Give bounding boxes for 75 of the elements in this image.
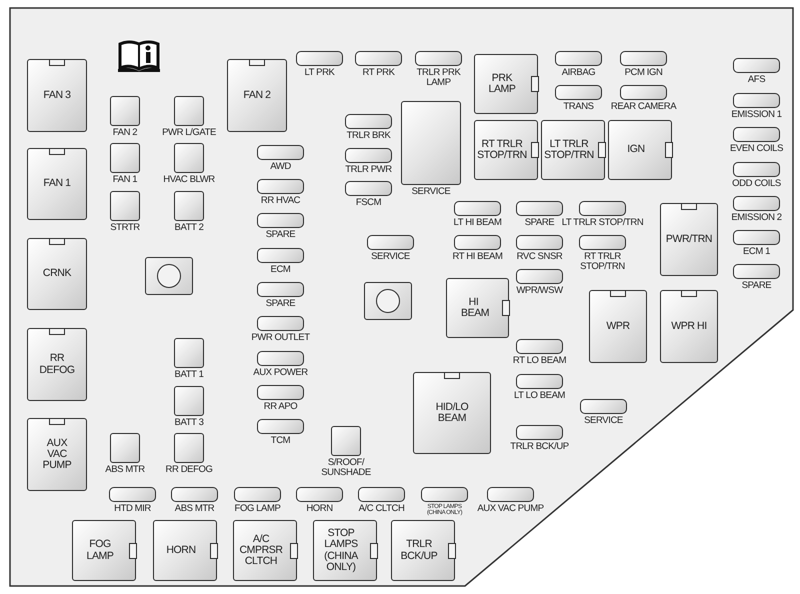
fuse-label: RR APO bbox=[264, 402, 298, 412]
fuse-label: PWR L/GATE bbox=[162, 128, 216, 138]
fuse-label: TRLR PRK LAMP bbox=[416, 68, 462, 88]
fuse-label: TRANS bbox=[563, 102, 594, 112]
fuse-label: RR DEFOG bbox=[166, 465, 212, 475]
fuse-label: FAN 1 bbox=[112, 175, 138, 185]
fuse-label: LT TRLR STOP/TRN bbox=[562, 218, 644, 228]
fuse-label: SPARE bbox=[742, 281, 772, 291]
relay-label: TRLR BCK/UP bbox=[400, 539, 438, 562]
fuse-label: ABS MTR bbox=[105, 465, 145, 475]
fuse-label: RT HI BEAM bbox=[452, 252, 503, 262]
relay-label: PRK LAMP bbox=[488, 72, 516, 96]
fuse-label: ECM 1 bbox=[742, 247, 770, 257]
fuse-label: TRLR PWR bbox=[345, 165, 392, 175]
fuse-label: AFS bbox=[748, 75, 766, 85]
fuse-label: HORN bbox=[306, 504, 333, 514]
relay-label: IGN bbox=[627, 144, 645, 156]
fuse-label: ECM bbox=[270, 265, 290, 275]
fuse-label: EVEN COILS bbox=[730, 144, 784, 154]
relay-label: A/C CMPRSR CLTCH bbox=[238, 534, 284, 568]
fuse-label: WPR/WSW bbox=[516, 286, 563, 296]
fuse-label: REAR CAMERA bbox=[610, 102, 676, 112]
fuse-label: A/C CLTCH bbox=[358, 504, 404, 514]
fuse-label: LT HI BEAM bbox=[454, 218, 502, 228]
fuse-label: RR HVAC bbox=[260, 196, 300, 206]
fuse-label: RVC SNSR bbox=[516, 252, 562, 262]
relay-label: STOP LAMPS (CHINA ONLY) bbox=[323, 528, 360, 573]
fuse-label: PCM IGN bbox=[624, 68, 662, 78]
fuse-label: BATT 2 bbox=[174, 223, 204, 233]
relay-label: FAN 3 bbox=[43, 90, 71, 101]
fuse-label: BATT 1 bbox=[174, 370, 204, 380]
fuse-label: RT LO BEAM bbox=[512, 356, 566, 366]
fuse-label: STRTR bbox=[110, 223, 140, 233]
fuse-label: LT PRK bbox=[304, 68, 334, 78]
fuse-label: PWR OUTLET bbox=[251, 333, 310, 343]
fuse-label: HVAC BLWR bbox=[163, 175, 215, 185]
fuse-label: FAN 2 bbox=[112, 128, 138, 138]
fuse-label: AIRBAG bbox=[562, 68, 596, 78]
fuse-label: SERVICE bbox=[412, 187, 450, 197]
fuse-label: SPARE bbox=[266, 299, 296, 309]
fuse-label: EMISSION 2 bbox=[731, 213, 782, 223]
fuse-label: HTD MIR bbox=[114, 504, 151, 514]
fuse-label: SERVICE bbox=[584, 416, 623, 426]
fuse-label: RT TRLR STOP/TRN bbox=[579, 252, 626, 272]
fuse-label: EMISSION 1 bbox=[731, 110, 782, 120]
relay-label: FOG LAMP bbox=[86, 539, 114, 562]
relay-label: RT TRLR STOP/TRN bbox=[477, 138, 527, 162]
fuse-label: RT PRK bbox=[362, 68, 395, 78]
fuse-label: TRLR BRK bbox=[346, 131, 390, 141]
relay-label: HID/LO BEAM bbox=[434, 402, 470, 424]
relay-label: LT TRLR STOP/TRN bbox=[544, 138, 594, 162]
relay-label: FAN 1 bbox=[43, 178, 71, 190]
relay-label: AUX VAC PUMP bbox=[42, 438, 72, 472]
relay-label: FAN 2 bbox=[243, 90, 271, 101]
fuse-label: ABS MTR bbox=[174, 504, 214, 514]
relay-label: WPR HI bbox=[671, 320, 707, 332]
fuse-label: ODD COILS bbox=[732, 179, 781, 189]
fuse-label: SERVICE bbox=[371, 252, 410, 262]
fuse-label: AUX VAC PUMP bbox=[477, 504, 544, 514]
fuse-label: SPARE bbox=[266, 230, 296, 240]
fuse-label: TCM bbox=[270, 436, 290, 446]
relay-label: PWR/TRN bbox=[666, 234, 712, 245]
fuse-label: LT LO BEAM bbox=[514, 391, 566, 401]
fuse-label: TRLR BCK/UP bbox=[510, 442, 569, 452]
relay-label: CRNK bbox=[42, 268, 72, 280]
fuse-label: BATT 3 bbox=[174, 418, 204, 428]
fuse-label: AUX POWER bbox=[253, 368, 308, 378]
relay-label: RR DEFOG bbox=[38, 353, 76, 376]
fuse-label: FSCM bbox=[356, 198, 382, 208]
fuse-label: FOG LAMP bbox=[234, 504, 280, 514]
fuse-label: SPARE bbox=[524, 218, 554, 228]
relay-label: WPR bbox=[606, 320, 630, 332]
fuse-label: AWD bbox=[270, 162, 291, 172]
relay-label: HORN bbox=[166, 544, 196, 556]
fuse-label: S/ROOF/ SUNSHADE bbox=[321, 458, 371, 478]
